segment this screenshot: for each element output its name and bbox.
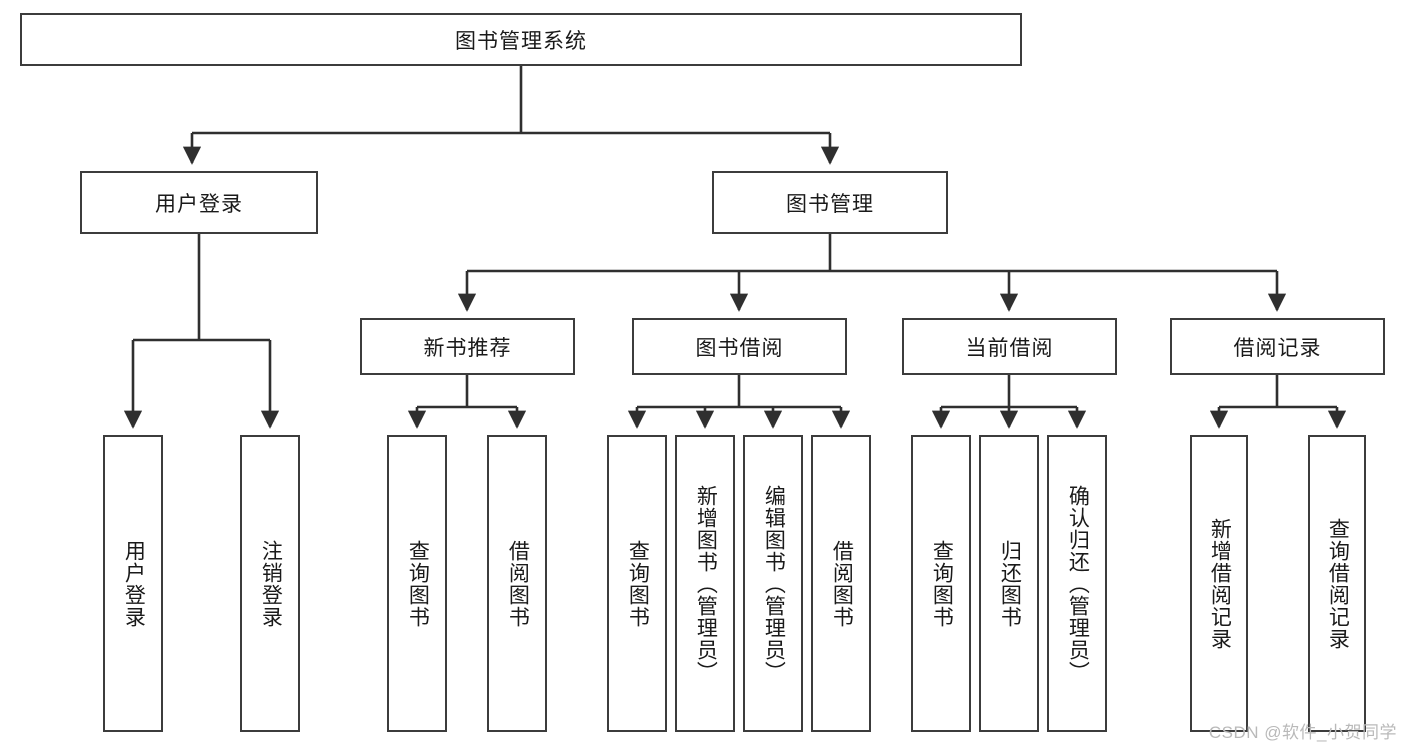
leaf-query-book-from-current[interactable]: 查询图书 (911, 435, 971, 732)
csdn-watermark: CSDN @软件_小贺同学 (1208, 723, 1397, 742)
leaf-query-borrowing-record[interactable]: 查询借阅记录 (1308, 435, 1366, 732)
node-label: 用户登录 (155, 192, 243, 216)
leaf-edit-book-admin[interactable]: 编辑图书（管理员） (743, 435, 803, 732)
node-book-manage[interactable]: 图书管理 (712, 171, 948, 234)
leaf-add-book-admin[interactable]: 新增图书（管理员） (675, 435, 735, 732)
node-label: 新书推荐 (423, 336, 512, 360)
node-label: 查询图书 (930, 539, 954, 628)
node-new-book-recommendation[interactable]: 新书推荐 (360, 318, 575, 375)
node-label: 借阅记录 (1233, 336, 1322, 360)
node-current-borrowing[interactable]: 当前借阅 (902, 318, 1117, 375)
node-label: 新增图书（管理员） (694, 484, 718, 683)
node-label: 用户登录 (122, 539, 146, 628)
leaf-user-login[interactable]: 用户登录 (103, 435, 163, 732)
leaf-borrow-book-from-borrowing[interactable]: 借阅图书 (811, 435, 871, 732)
node-label: 借阅图书 (830, 539, 854, 628)
leaf-confirm-return-admin[interactable]: 确认归还（管理员） (1047, 435, 1107, 732)
node-label: 新增借阅记录 (1208, 517, 1232, 650)
node-borrowing-record[interactable]: 借阅记录 (1170, 318, 1385, 375)
leaf-return-book[interactable]: 归还图书 (979, 435, 1039, 732)
node-label: 编辑图书（管理员） (762, 484, 786, 683)
leaf-query-book-from-borrowing[interactable]: 查询图书 (607, 435, 667, 732)
node-label: 图书管理系统 (455, 29, 587, 53)
node-label: 查询图书 (626, 539, 650, 628)
node-label: 图书管理 (786, 192, 874, 216)
node-label: 图书借阅 (695, 336, 784, 360)
node-label: 归还图书 (998, 539, 1022, 628)
node-label: 当前借阅 (965, 336, 1054, 360)
leaf-logout[interactable]: 注销登录 (240, 435, 300, 732)
leaf-query-book-from-recommendation[interactable]: 查询图书 (387, 435, 447, 732)
node-label: 查询图书 (406, 539, 430, 628)
node-label: 确认归还（管理员） (1066, 484, 1090, 683)
node-user-login[interactable]: 用户登录 (80, 171, 318, 234)
node-label: 查询借阅记录 (1326, 517, 1350, 650)
node-label: 借阅图书 (506, 539, 530, 628)
leaf-borrow-book-from-recommendation[interactable]: 借阅图书 (487, 435, 547, 732)
node-label: 注销登录 (259, 539, 283, 628)
node-book-management-system[interactable]: 图书管理系统 (20, 13, 1022, 66)
leaf-add-borrowing-record[interactable]: 新增借阅记录 (1190, 435, 1248, 732)
node-book-borrowing[interactable]: 图书借阅 (632, 318, 847, 375)
